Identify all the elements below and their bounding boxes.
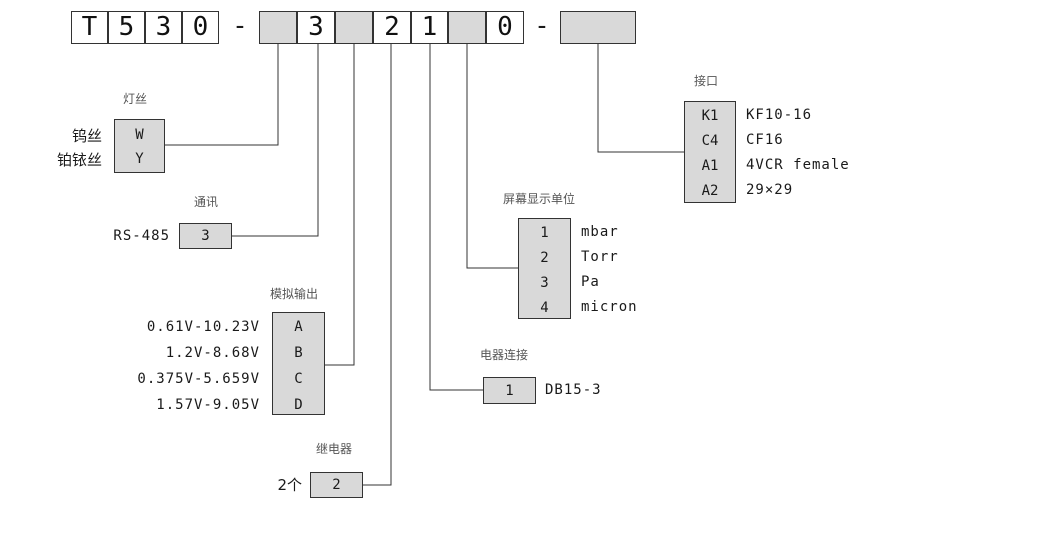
unit-label-4: micron xyxy=(581,299,638,315)
code-box-3: 3 xyxy=(145,11,182,44)
unit-code-1: 1 xyxy=(540,225,549,241)
connector-code: 1 xyxy=(505,383,514,399)
unit-option-box: 1 2 3 4 xyxy=(518,218,571,319)
analog-code-c: C xyxy=(294,371,303,387)
filament-option-box: W Y xyxy=(114,119,165,173)
analog-code-a: A xyxy=(294,319,303,335)
port-label-a2: 29×29 xyxy=(746,182,794,198)
filament-label-w: 钨丝 xyxy=(71,127,102,145)
line-connector xyxy=(429,44,483,391)
analog-option-box: A B C D xyxy=(272,312,325,415)
filament-code-w: W xyxy=(135,127,144,143)
analog-label-b: 1.2V-8.68V xyxy=(165,345,260,361)
port-code-c4: C4 xyxy=(701,133,719,149)
line-filament xyxy=(165,44,279,146)
analog-label-d: 1.57V-9.05V xyxy=(156,397,260,413)
code-box-relay: 2 xyxy=(373,11,411,44)
code-dash-1: - xyxy=(232,11,248,41)
analog-heading: 模拟输出 xyxy=(270,287,319,301)
line-port xyxy=(597,44,684,153)
relay-label: 2个 xyxy=(277,476,302,494)
code-dash-2: - xyxy=(534,11,550,41)
line-relay xyxy=(363,44,392,486)
code-box-connector: 1 xyxy=(411,11,448,44)
port-label-a1: 4VCR female xyxy=(746,157,850,173)
unit-heading: 屏幕显示单位 xyxy=(503,192,576,206)
code-box-analog xyxy=(335,11,373,44)
line-unit xyxy=(466,44,518,269)
unit-code-3: 3 xyxy=(540,275,549,291)
connector-heading: 电器连接 xyxy=(480,348,529,362)
port-option-box: K1 C4 A1 A2 xyxy=(684,101,736,203)
line-comm xyxy=(232,44,319,237)
analog-label-a: 0.61V-10.23V xyxy=(146,319,260,335)
unit-label-2: Torr xyxy=(581,249,619,265)
unit-label-1: mbar xyxy=(581,224,619,240)
port-heading: 接口 xyxy=(694,74,719,88)
code-box-2: 5 xyxy=(108,11,145,44)
comm-option-box: 3 xyxy=(179,223,232,249)
code-box-4: 0 xyxy=(182,11,219,44)
code-box-filament xyxy=(259,11,297,44)
relay-option-box: 2 xyxy=(310,472,363,498)
comm-heading: 通讯 xyxy=(194,195,219,209)
line-analog xyxy=(325,44,355,366)
port-code-a2: A2 xyxy=(701,183,719,199)
analog-code-d: D xyxy=(294,397,303,413)
code-box-unit xyxy=(448,11,486,44)
relay-code: 2 xyxy=(332,477,341,493)
comm-code: 3 xyxy=(201,228,210,244)
unit-label-3: Pa xyxy=(581,274,600,290)
code-box-reserved: 0 xyxy=(486,11,524,44)
comm-label: RS-485 xyxy=(113,228,170,244)
filament-heading: 灯丝 xyxy=(123,92,148,106)
unit-code-2: 2 xyxy=(540,250,549,266)
analog-code-b: B xyxy=(294,345,303,361)
filament-label-y: 铂铱丝 xyxy=(56,151,102,169)
connector-option-box: 1 xyxy=(483,377,536,404)
unit-code-4: 4 xyxy=(540,300,549,316)
port-code-k1: K1 xyxy=(701,108,719,124)
code-box-comm: 3 xyxy=(297,11,335,44)
relay-heading: 继电器 xyxy=(316,442,353,456)
analog-label-c: 0.375V-5.659V xyxy=(137,371,260,387)
connector-label: DB15-3 xyxy=(545,382,602,398)
port-label-k1: KF10-16 xyxy=(746,107,813,123)
code-box-1: T xyxy=(71,11,108,44)
port-code-a1: A1 xyxy=(701,158,719,174)
code-box-port xyxy=(560,11,636,44)
filament-code-y: Y xyxy=(135,151,144,167)
port-label-c4: CF16 xyxy=(746,132,784,148)
